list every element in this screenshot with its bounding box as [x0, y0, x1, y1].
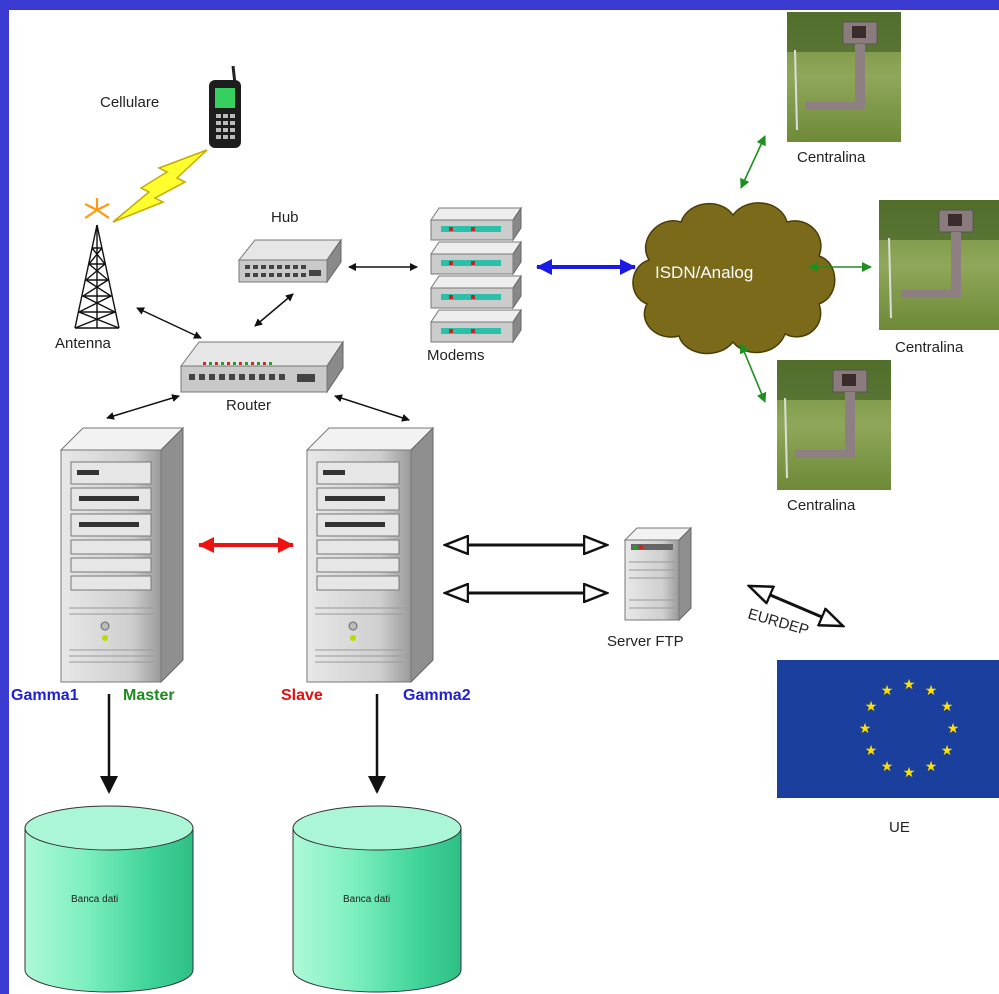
centralina-label-mid: Centralina — [895, 339, 964, 356]
modem-icon — [430, 206, 522, 242]
svg-text:★: ★ — [925, 683, 938, 699]
modems-label: Modems — [427, 347, 485, 364]
antenna-tower-icon — [74, 224, 120, 329]
svg-text:★: ★ — [903, 677, 916, 693]
centralina-label-bottom: Centralina — [787, 497, 856, 514]
ue-label: UE — [889, 819, 910, 836]
cellphone-icon — [209, 65, 241, 148]
centralina-photo-mid — [879, 200, 999, 330]
eurdep-label: EURDEP — [746, 606, 811, 640]
antenna-label: Antenna — [55, 335, 112, 352]
database-1-icon — [24, 805, 194, 993]
gamma2-label: Gamma2 — [403, 687, 471, 704]
svg-text:★: ★ — [925, 759, 938, 775]
server-gamma2-icon — [305, 426, 435, 684]
hub-icon — [237, 238, 342, 284]
modems-icon — [430, 206, 522, 344]
centralina-photo-top — [787, 12, 901, 142]
database-1-label: Banca dati — [71, 894, 118, 905]
arrow-isdn-centralina-top — [740, 135, 766, 189]
svg-text:★: ★ — [881, 683, 894, 699]
connection-arrows — [100, 135, 872, 794]
svg-text:★: ★ — [859, 721, 872, 737]
hub-label: Hub — [271, 209, 299, 226]
svg-text:★: ★ — [941, 743, 954, 759]
server-ftp-icon — [623, 526, 693, 622]
arrow-router-gamma2 — [334, 394, 410, 422]
gamma1-label: Gamma1 — [11, 687, 79, 704]
centralina-photo-bottom — [777, 360, 891, 490]
lightning-icon — [112, 149, 208, 223]
router-icon — [180, 340, 344, 394]
antenna-signal-icon — [84, 198, 110, 219]
router-label: Router — [226, 397, 271, 414]
svg-text:★: ★ — [903, 765, 916, 781]
svg-text:★: ★ — [947, 721, 960, 737]
svg-text:★: ★ — [865, 699, 878, 715]
modem-icon — [430, 308, 522, 344]
isdn-analog-label: ISDN/Analog — [655, 263, 753, 282]
arrow-ftp-eurdep — [749, 584, 843, 628]
arrow-antenna-router — [136, 307, 202, 339]
server-ftp-label: Server FTP — [607, 633, 684, 650]
arrow-isdn-centralina-bottom — [739, 343, 767, 403]
database-2-label: Banca dati — [343, 894, 390, 905]
modem-icon — [430, 274, 522, 310]
server-gamma1-icon — [59, 426, 185, 684]
database-2-icon — [292, 805, 462, 993]
svg-text:★: ★ — [865, 743, 878, 759]
arrow-hub-router — [254, 293, 294, 327]
svg-text:★: ★ — [881, 759, 894, 775]
cellulare-label: Cellulare — [100, 94, 159, 111]
svg-text:★: ★ — [941, 699, 954, 715]
isdn-analog-cloud-icon — [632, 202, 836, 355]
diagram-canvas: Cellulare Antenna Hub — [9, 10, 999, 994]
centralina-label-top: Centralina — [797, 149, 866, 166]
network-diagram: Cellulare Antenna Hub — [11, 12, 999, 993]
modem-icon — [430, 240, 522, 276]
slave-label: Slave — [281, 687, 323, 704]
arrow-router-gamma1 — [106, 394, 180, 420]
master-label: Master — [123, 687, 175, 704]
eu-flag-icon: ★★★ ★★★ ★★★ ★★★ — [777, 660, 999, 798]
